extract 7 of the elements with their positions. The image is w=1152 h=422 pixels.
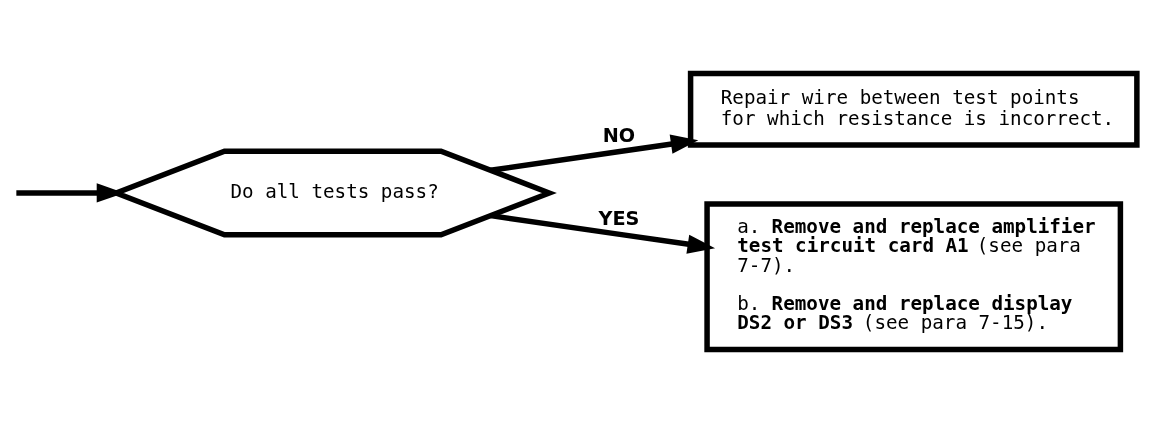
arrow [490,212,716,254]
node-box: a. Remove and replace amplifier test circuit card A1 (see para 7-7). b. Remove and replace display DS2 or DS3 (see para 7-15). [704,200,1124,352]
node-box: Repair wire between test points for which resistance is incorrect. [687,70,1140,148]
arrow [490,134,699,173]
edge-label: NO [602,123,636,147]
arrow [16,182,125,203]
edge-label: YES [598,206,640,230]
